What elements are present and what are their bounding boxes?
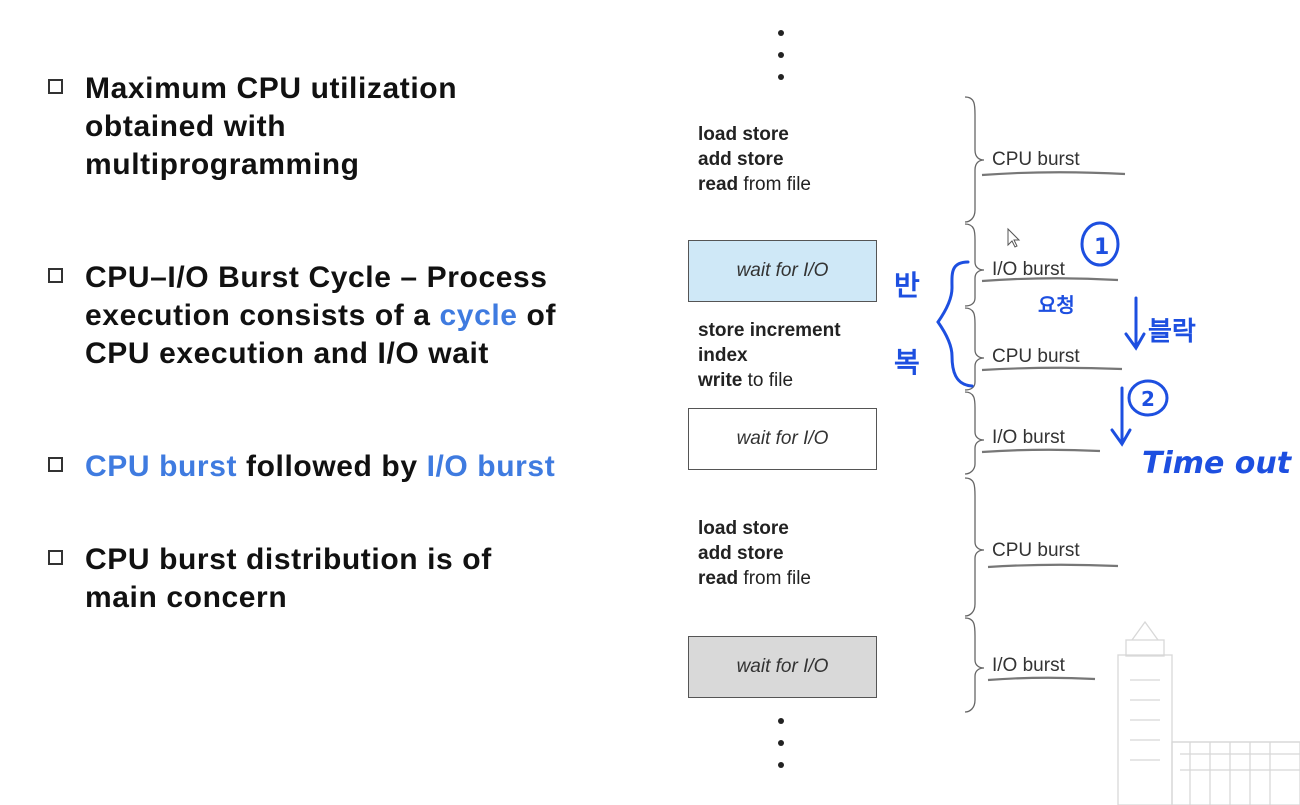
brace <box>964 391 985 475</box>
checkbox-square-icon <box>48 550 63 565</box>
burst-label: I/O burst <box>992 655 1065 676</box>
code-block-3: load store add store read from file <box>698 516 811 591</box>
brace <box>964 617 985 713</box>
highlight-io-burst: I/O burst <box>426 450 556 483</box>
wait-box-3: wait for I/O <box>688 636 877 698</box>
code-line: add store <box>698 149 784 170</box>
handwriting-group <box>936 221 1169 447</box>
burst-label: I/O burst <box>992 427 1065 448</box>
checkbox-square-icon <box>48 79 63 94</box>
bullet-text: CPU burst followed by I/O burst <box>85 448 555 486</box>
code-line: to file <box>742 370 794 391</box>
wait-box-2: wait for I/O <box>688 408 877 470</box>
code-line: load store <box>698 124 789 145</box>
bullet-item: CPU burst followed by I/O burst <box>48 448 555 486</box>
arrow-down-icon <box>1124 296 1146 351</box>
ellipsis-bottom <box>778 718 786 784</box>
circle-one-icon <box>1080 221 1120 267</box>
bullet-text: CPU burst distribution is of main concer… <box>85 543 492 614</box>
annotation-timeout: Time out <box>1142 446 1293 481</box>
underline <box>981 171 1126 177</box>
brace-group <box>964 96 985 713</box>
brace <box>964 307 985 391</box>
bullet-text: Maximum CPU utilization obtained with mu… <box>85 72 458 181</box>
underline <box>987 563 1119 569</box>
code-line: index <box>698 345 748 366</box>
building-watermark <box>1117 620 1300 805</box>
bullet-item: CPU–I/O Burst Cycle – Process execution … <box>48 259 630 373</box>
code-line: from file <box>738 174 811 195</box>
code-line: store increment <box>698 320 841 341</box>
circle-two-icon <box>1127 379 1169 417</box>
arrow-down-icon <box>1110 386 1132 447</box>
code-keyword: read <box>698 174 739 195</box>
bullet-item: Maximum CPU utilization obtained with mu… <box>48 70 525 184</box>
bullet-text-part: followed by <box>237 450 427 483</box>
highlight-cpu-burst: CPU burst <box>85 450 238 483</box>
code-keyword: write <box>698 370 743 391</box>
bullet-text-part: of CPU execution and I/O wait <box>85 299 557 370</box>
code-line: load store <box>698 518 789 539</box>
code-block-1: load store add store read from file <box>698 122 811 197</box>
burst-label: CPU burst <box>992 149 1080 170</box>
underline <box>981 366 1123 372</box>
handwriting-text: 반 복 요청 블락 1 2 Time out <box>894 235 1293 481</box>
underline-scribbles <box>981 171 1126 682</box>
bullet-text-part: CPU–I/O Burst Cycle – Process execution … <box>85 261 548 332</box>
brace <box>964 223 985 307</box>
annotation-block: 블락 <box>1148 317 1196 347</box>
wait-box-1: wait for I/O <box>688 240 877 302</box>
checkbox-square-icon <box>48 457 63 472</box>
repeat-brace <box>936 260 974 388</box>
annotation-repeat-top: 반 <box>894 269 920 302</box>
underline <box>981 448 1101 454</box>
annotation-repeat-bottom: 복 <box>894 346 920 379</box>
cursor-icon <box>1007 227 1021 248</box>
bullet-text: CPU–I/O Burst Cycle – Process execution … <box>85 259 630 373</box>
code-line: add store <box>698 543 784 564</box>
burst-label: CPU burst <box>992 540 1080 561</box>
code-block-2: store increment index write to file <box>698 318 841 393</box>
brace <box>964 477 985 617</box>
code-line: from file <box>738 568 811 589</box>
annotation-circle-one: 1 <box>1094 235 1109 260</box>
underline <box>981 277 1119 283</box>
burst-label: CPU burst <box>992 346 1080 367</box>
ellipsis-top <box>778 30 786 96</box>
annotation-circle-two: 2 <box>1141 387 1155 411</box>
underline <box>987 676 1096 682</box>
burst-label: I/O burst <box>992 259 1065 280</box>
checkbox-square-icon <box>48 268 63 283</box>
brace <box>964 96 985 223</box>
annotation-request: 요청 <box>1038 293 1075 317</box>
code-keyword: read <box>698 568 739 589</box>
bullet-item: CPU burst distribution is of main concer… <box>48 541 565 617</box>
highlight-cycle: cycle <box>439 299 518 332</box>
